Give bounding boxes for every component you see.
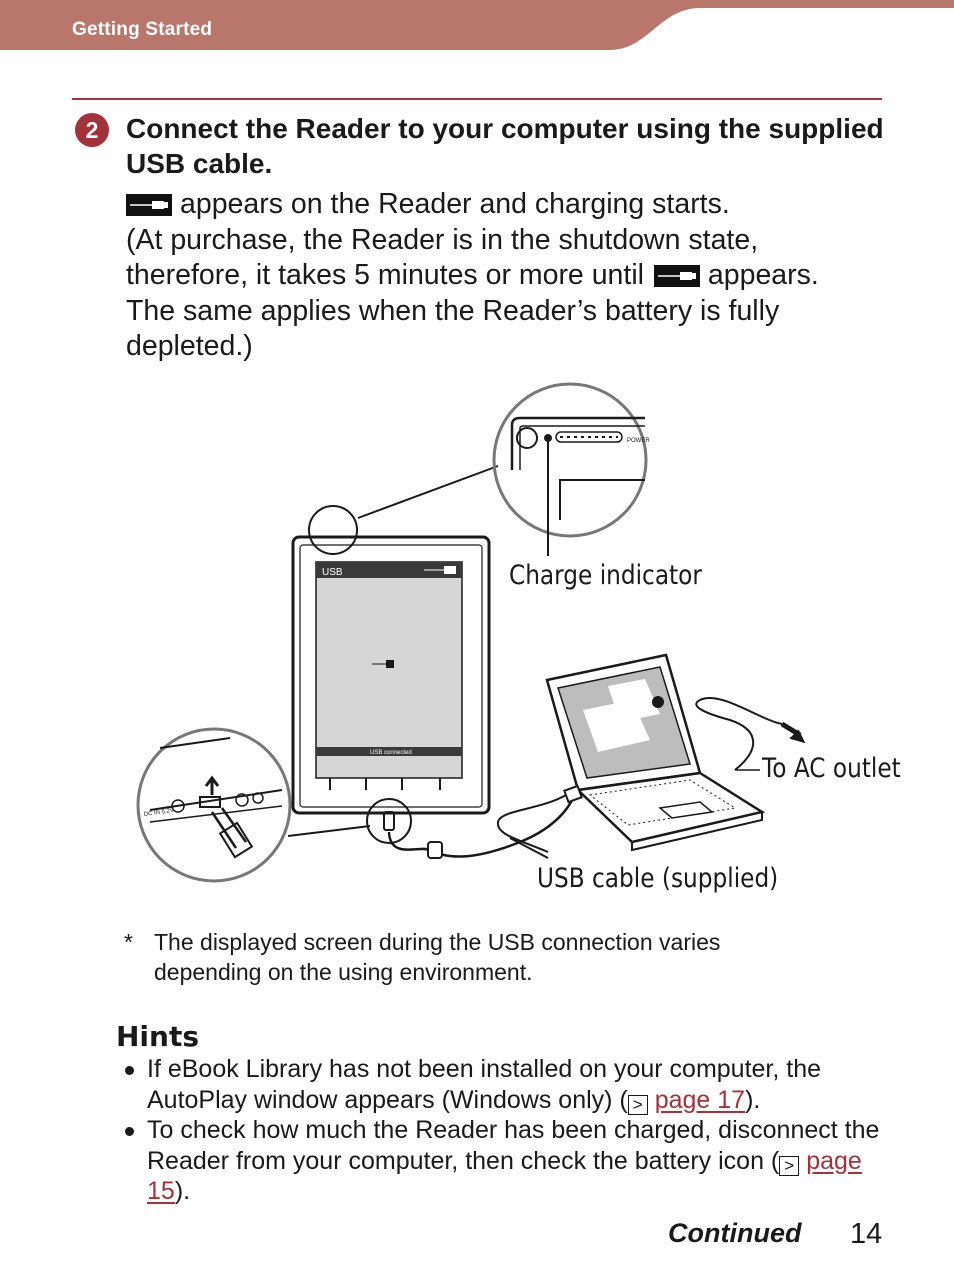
bullet-icon: [125, 1127, 134, 1136]
description-line-2: (At purchase, the Reader is in the shutd…: [126, 223, 759, 256]
section-divider: [72, 98, 882, 100]
laptop: [545, 653, 766, 852]
page-number: 14: [850, 1218, 883, 1250]
usb-port-zoom: [136, 727, 292, 883]
hint-item: If eBook Library has not been installed …: [125, 1054, 907, 1115]
section-title: Getting Started: [72, 19, 213, 40]
ac-outlet-label: To AC outlet: [762, 753, 901, 784]
description-line-3: therefore, it takes 5 minutes or more un…: [126, 259, 819, 291]
power-label: POWER: [627, 438, 650, 444]
usb-plug-icon: [653, 265, 700, 287]
hint-item: To check how much the Reader has been ch…: [125, 1115, 907, 1207]
description-line-5: depleted.): [126, 330, 253, 362]
charge-indicator-zoom: [492, 382, 648, 556]
header-bar: [0, 0, 954, 50]
reader-device: [291, 535, 491, 815]
screen-status-label: USB connected: [370, 750, 412, 756]
page-17-link[interactable]: page 17: [654, 1085, 746, 1114]
usb-cable-label: USB cable (supplied): [537, 863, 779, 894]
charge-indicator-label: Charge indicator: [509, 560, 702, 591]
connection-illustration: USB USB connected POWER DC IN 5.2V: [136, 382, 806, 883]
bullet-icon: [125, 1066, 134, 1075]
arrow-box-icon: >: [627, 1094, 648, 1115]
hints-title: Hints: [116, 1020, 200, 1053]
page-15-link[interactable]: page 15: [147, 1146, 862, 1206]
arrow-box-icon: >: [779, 1155, 800, 1176]
dc-in-label: DC IN 5.2V: [143, 808, 174, 818]
step-title: Connect the Reader to your computer usin…: [126, 113, 884, 179]
usb-plug-icon: [126, 194, 172, 216]
description-line-4: The same applies when the Reader’s batte…: [126, 294, 780, 327]
step-description: appears on the Reader and charging start…: [126, 187, 896, 365]
footnote-text: The displayed screen during the USB conn…: [154, 929, 721, 985]
step-number-badge: 2: [75, 113, 109, 147]
footnote-marker: *: [124, 929, 133, 955]
screen-usb-label: USB: [322, 567, 343, 578]
continued-label: Continued: [668, 1218, 802, 1248]
description-line-1: appears on the Reader and charging start…: [126, 187, 896, 223]
